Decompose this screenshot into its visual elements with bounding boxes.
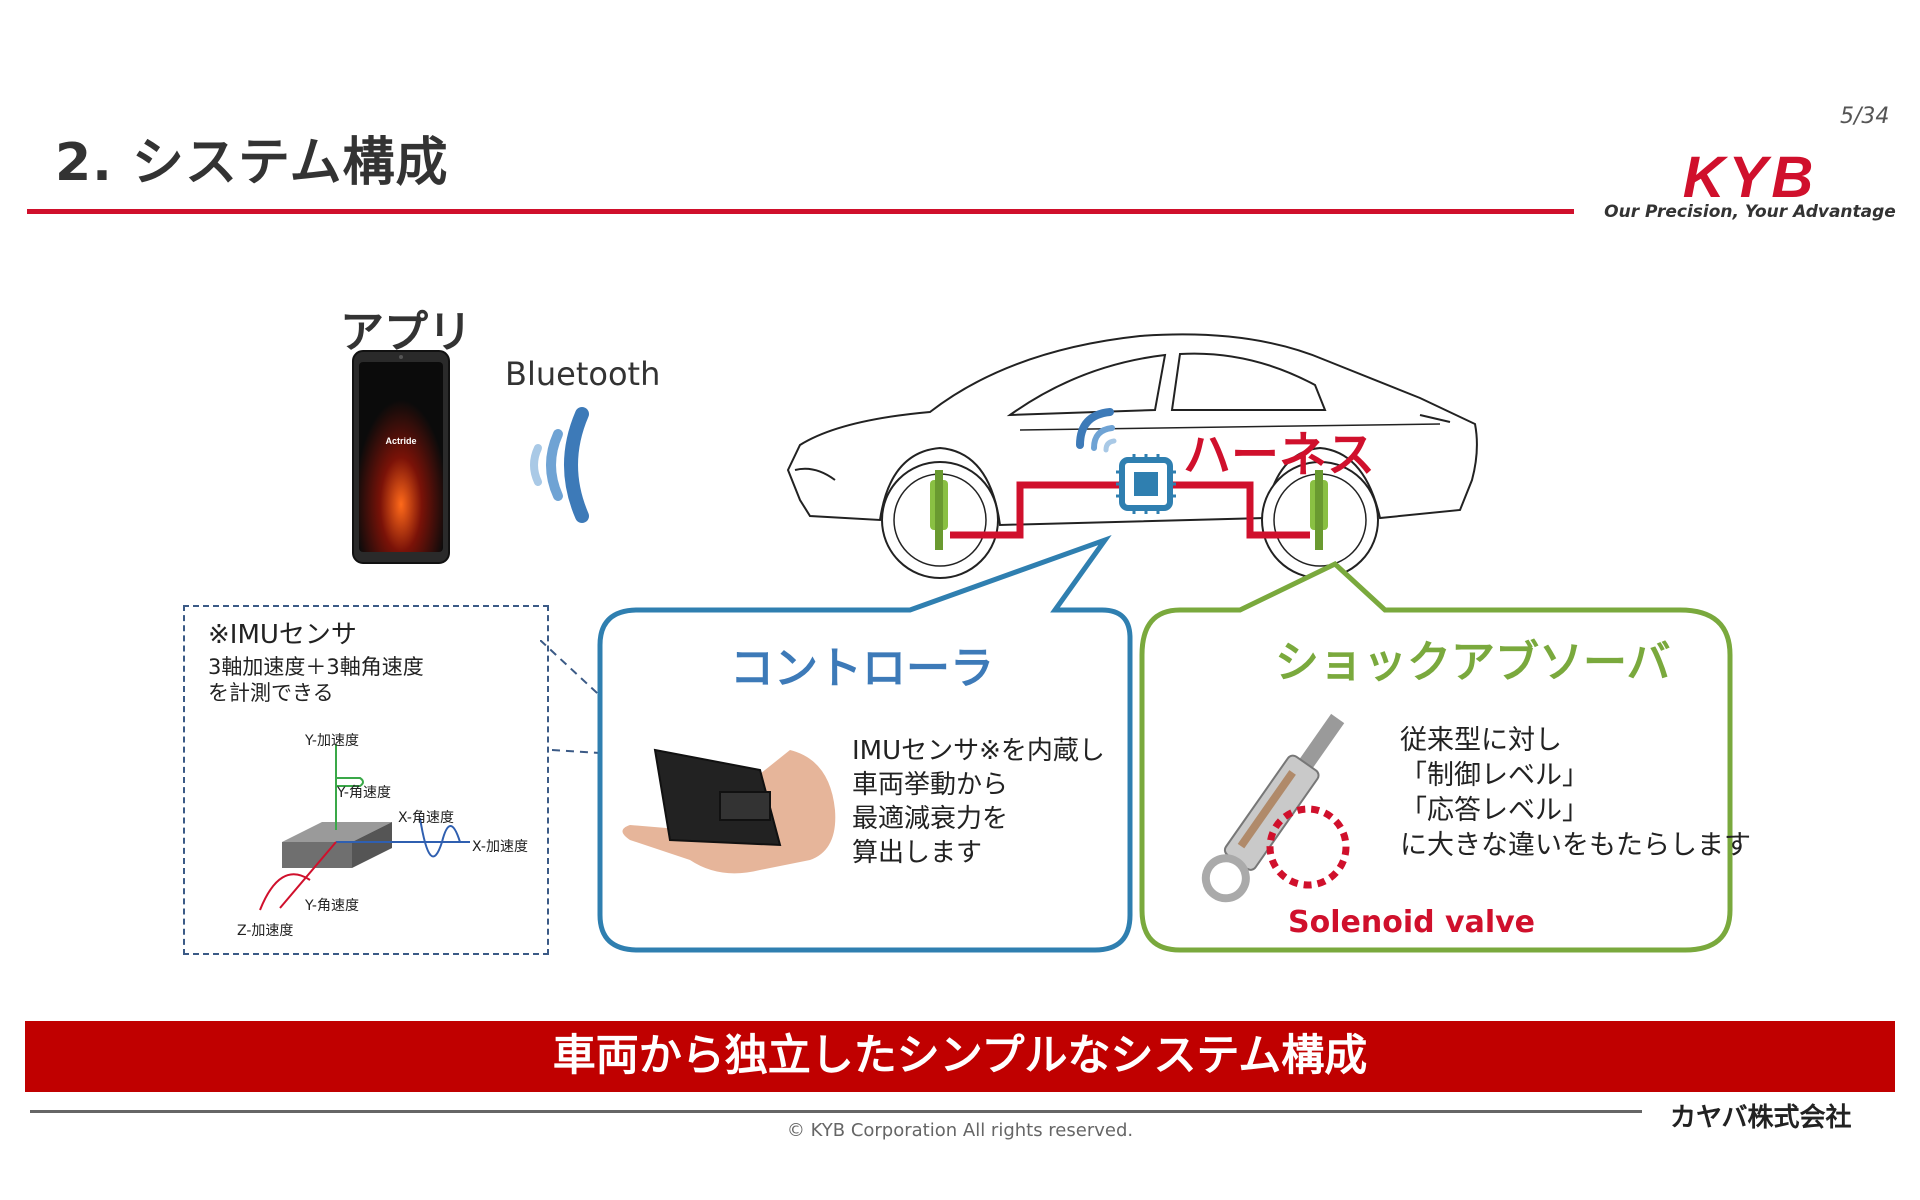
footer-divider	[30, 1110, 1642, 1113]
controller-desc-2: 車両挙動から	[852, 770, 1009, 800]
smartphone-image: Actride	[352, 350, 450, 564]
company-name: カヤバ株式会社	[1670, 1103, 1852, 1133]
z-accel-label: Z-加速度	[237, 923, 294, 939]
title-divider	[27, 209, 1574, 214]
y-angular-label: Y-角速度	[337, 785, 391, 801]
shock-desc-2: 「制御レベル」	[1400, 760, 1589, 791]
controller-title: コントローラ	[730, 643, 994, 694]
kyb-logo-text: KYB	[1683, 145, 1817, 210]
imu-description-2: を計測できる	[208, 681, 334, 705]
kyb-logo: KYB	[1683, 145, 1817, 210]
summary-banner	[25, 1021, 1895, 1092]
z-angular-label: Y-角速度	[305, 898, 359, 914]
app-label: アプリ	[340, 307, 472, 358]
summary-banner-text: 車両から独立したシンプルなシステム構成	[552, 1031, 1368, 1081]
controller-device-image	[622, 748, 836, 874]
shock-desc-4: に大きな違いをもたらします	[1400, 830, 1751, 861]
imu-title: ※IMUセンサ	[208, 620, 357, 650]
bluetooth-label: Bluetooth	[505, 355, 661, 393]
phone-app-name: Actride	[385, 436, 416, 446]
shock-absorber-title: ショックアブソーバ	[1275, 637, 1671, 688]
shock-absorber-image	[1201, 713, 1350, 903]
shock-desc-1: 従来型に対し	[1400, 725, 1562, 756]
shock-absorber-callout	[1139, 561, 1733, 953]
slide-title: 2. システム構成	[55, 133, 449, 193]
imu-sensor-box	[183, 605, 549, 955]
wireless-signal-icon	[530, 407, 589, 523]
controller-desc-4: 算出します	[852, 838, 983, 868]
copyright-text: © KYB Corporation All rights reserved.	[786, 1120, 1134, 1141]
controller-desc-1: IMUセンサ※を内蔵し	[852, 736, 1105, 766]
harness-label: ハーネス	[1183, 427, 1376, 483]
shock-desc-3: 「応答レベル」	[1400, 795, 1589, 826]
page-number: 5/34	[1840, 104, 1890, 129]
controller-desc-3: 最適減衰力を	[852, 804, 1009, 834]
y-accel-label: Y-加速度	[305, 733, 359, 749]
x-angular-label: X-角速度	[398, 810, 454, 826]
imu-description-1: 3軸加速度＋3軸角速度	[208, 655, 424, 679]
logo-tagline: Our Precision, Your Advantage	[1604, 202, 1896, 222]
x-accel-label: X-加速度	[472, 839, 528, 855]
solenoid-valve-label: Solenoid valve	[1288, 905, 1536, 940]
imu-axes-diagram	[259, 744, 470, 911]
